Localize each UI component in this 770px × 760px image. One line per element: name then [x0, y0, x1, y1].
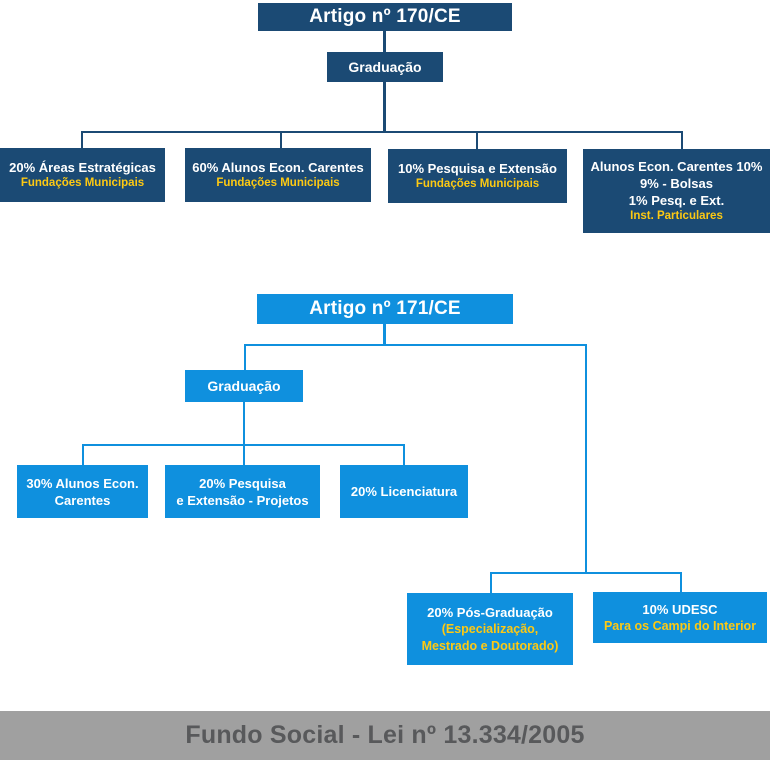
connector-171-drop-3 — [403, 444, 405, 465]
connector-171-graduacao-trunk — [243, 402, 245, 445]
node-inst-particulares-line2: 9% - Bolsas — [640, 176, 713, 191]
connector-171-drop-graduacao — [244, 344, 246, 370]
connector-170-drop-4 — [681, 131, 683, 150]
footer-label: Fundo Social - Lei nº 13.334/2005 — [185, 721, 585, 749]
node-170-graduacao: Graduação — [327, 52, 443, 82]
node-artigo-171: Artigo nº 171/CE — [257, 294, 513, 324]
footer-bar: Fundo Social - Lei nº 13.334/2005 — [0, 711, 770, 760]
node-alunos-econ-carentes-60: 60% Alunos Econ. Carentes Fundações Muni… — [185, 148, 371, 202]
node-171-graduacao: Graduação — [185, 370, 303, 402]
node-alunos-econ-carentes-30: 30% Alunos Econ. Carentes — [17, 465, 148, 518]
node-pesquisa-extensao-projetos: 20% Pesquisa e Extensão - Projetos — [165, 465, 320, 518]
node-pesquisa-extensao-projetos-line1: 20% Pesquisa — [199, 475, 286, 491]
node-inst-particulares-subtitle: Inst. Particulares — [630, 210, 723, 222]
connector-171-horizontal-top — [244, 344, 587, 346]
node-udesc: 10% UDESC Para os Campi do Interior — [593, 592, 767, 643]
connector-170-horizontal — [81, 131, 683, 133]
connector-171-long-vertical — [585, 344, 587, 574]
node-inst-particulares-line3: 1% Pesq. e Ext. — [628, 193, 725, 208]
node-171-graduacao-label: Graduação — [207, 378, 281, 394]
node-areas-estrategicas-subtitle: Fundações Municipais — [20, 177, 145, 189]
node-pos-graduacao-sub1: (Especialização, — [441, 621, 539, 636]
node-pesquisa-extensao-10-subtitle: Fundações Municipais — [415, 178, 540, 190]
node-artigo-170: Artigo nº 170/CE — [258, 3, 512, 31]
node-pos-graduacao: 20% Pós-Graduação (Especialização, Mestr… — [407, 593, 573, 665]
connector-170-drop-1 — [81, 131, 83, 149]
node-udesc-title: 10% UDESC — [642, 601, 718, 617]
connector-170-drop-2 — [280, 131, 282, 149]
node-udesc-subtitle: Para os Campi do Interior — [603, 618, 757, 633]
node-alunos-econ-carentes-30-line1: 30% Alunos Econ. — [26, 475, 139, 491]
node-alunos-econ-carentes-60-title: 60% Alunos Econ. Carentes — [192, 160, 364, 175]
node-areas-estrategicas: 20% Áreas Estratégicas Fundações Municip… — [0, 148, 165, 202]
node-pesquisa-extensao-10: 10% Pesquisa e Extensão Fundações Munici… — [388, 149, 567, 203]
connector-171-root-trunk — [383, 324, 386, 346]
node-alunos-econ-carentes-60-subtitle: Fundações Municipais — [216, 177, 340, 189]
node-areas-estrategicas-title: 20% Áreas Estratégicas — [9, 160, 156, 175]
node-170-graduacao-label: Graduação — [348, 59, 422, 75]
connector-170-drop-3 — [476, 131, 478, 150]
connector-171-drop-1 — [82, 444, 84, 465]
node-inst-particulares-line1: Alunos Econ. Carentes 10% — [590, 159, 763, 174]
node-artigo-170-label: Artigo nº 170/CE — [309, 6, 461, 27]
node-pos-graduacao-sub2: Mestrado e Doutorado) — [421, 638, 559, 653]
node-pesquisa-extensao-projetos-line2: e Extensão - Projetos — [176, 492, 309, 508]
node-inst-particulares: Alunos Econ. Carentes 10% 9% - Bolsas 1%… — [583, 149, 770, 233]
node-licenciatura: 20% Licenciatura — [340, 465, 468, 518]
node-artigo-171-label: Artigo nº 171/CE — [309, 298, 461, 319]
connector-171-horizontal-bottom — [490, 572, 682, 574]
connector-171-drop-posgrad — [490, 572, 492, 593]
node-alunos-econ-carentes-30-line2: Carentes — [54, 492, 111, 508]
connector-171-drop-2 — [243, 444, 245, 465]
node-pos-graduacao-title: 20% Pós-Graduação — [427, 604, 553, 620]
connector-170-root-to-graduacao — [383, 31, 386, 52]
connector-170-graduacao-trunk — [383, 82, 386, 133]
connector-171-drop-udesc — [680, 572, 682, 592]
node-pesquisa-extensao-10-title: 10% Pesquisa e Extensão — [398, 161, 557, 176]
node-licenciatura-label: 20% Licenciatura — [350, 484, 458, 499]
